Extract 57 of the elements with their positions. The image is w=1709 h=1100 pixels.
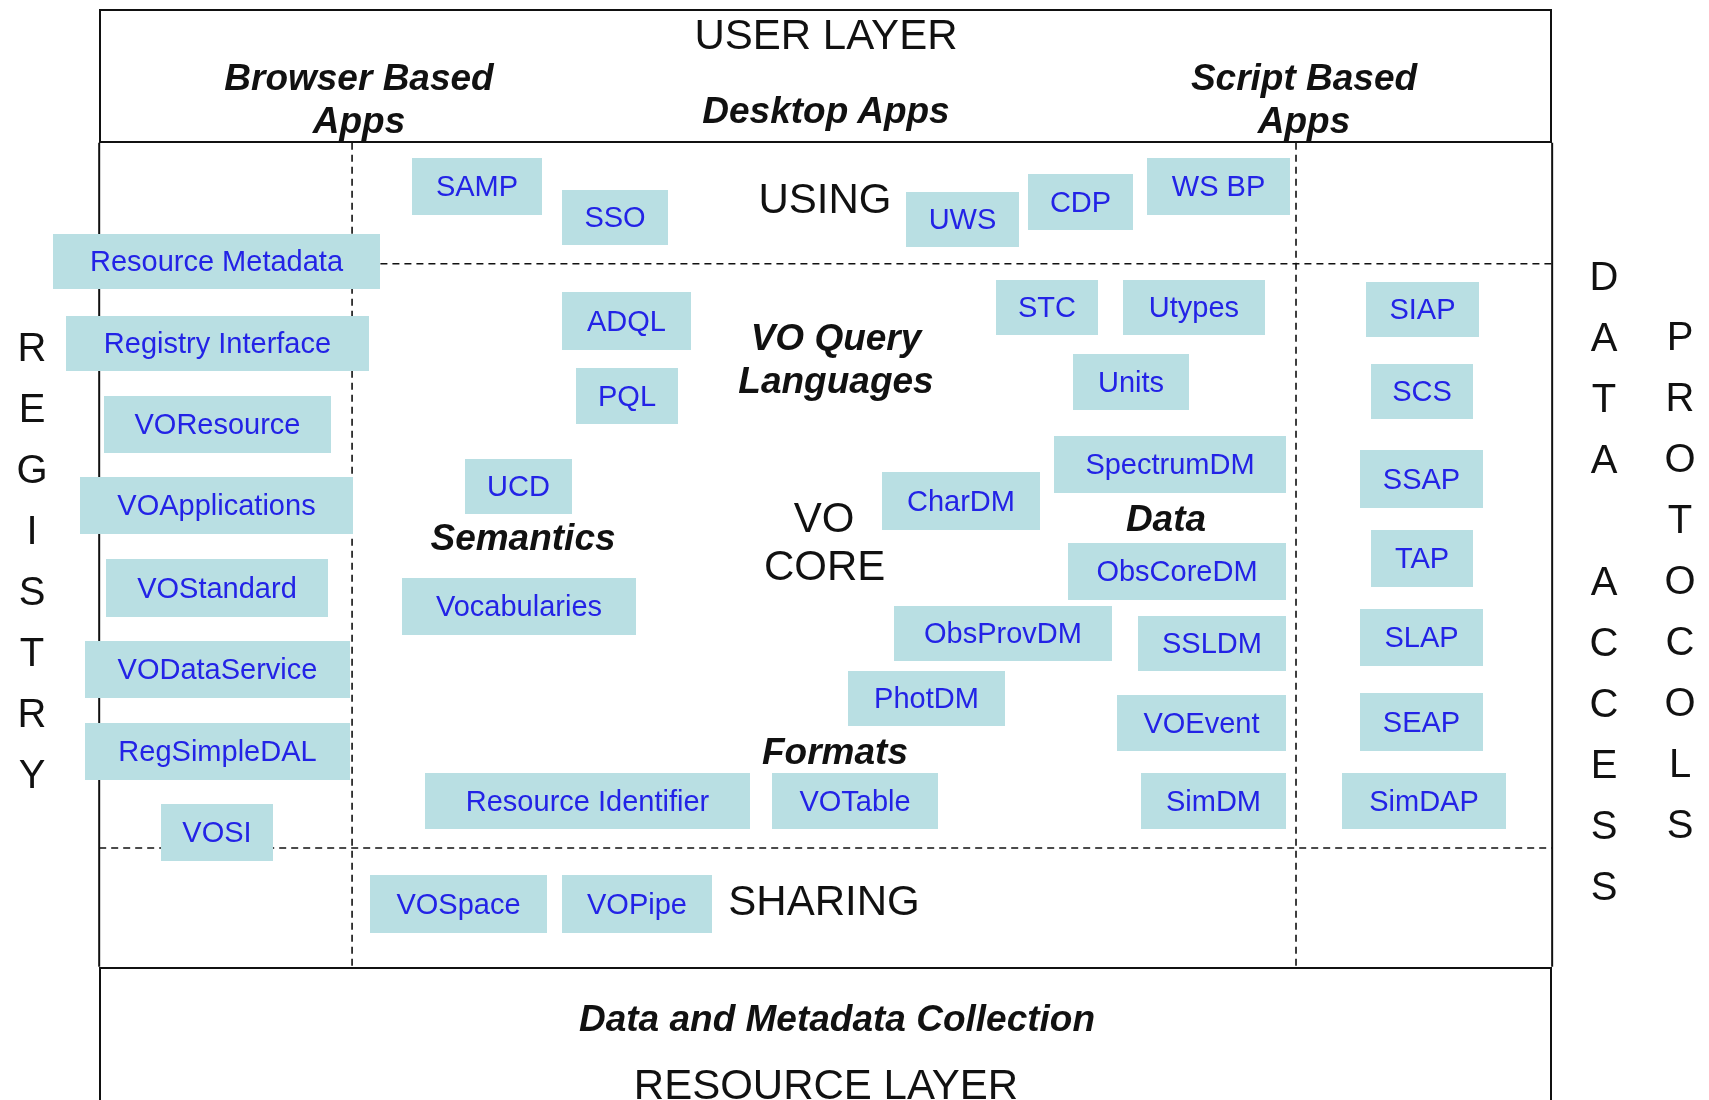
vertical-label: DATA ACCESS xyxy=(1581,254,1626,925)
standard-box: Vocabularies xyxy=(402,578,636,635)
standard-box: SSAP xyxy=(1360,450,1483,508)
standard-box: SSO xyxy=(562,190,668,245)
standard-box: SSLDM xyxy=(1138,616,1286,671)
standard-box: Utypes xyxy=(1123,280,1265,335)
area-label: SHARING xyxy=(728,876,920,926)
standard-box: TAP xyxy=(1371,530,1473,587)
standard-box: SIAP xyxy=(1366,282,1479,337)
standard-box: SLAP xyxy=(1360,609,1483,666)
standard-box: Units xyxy=(1073,354,1189,410)
collection-label: Data and Metadata Collection xyxy=(579,997,1095,1041)
layer-band xyxy=(99,967,1552,1100)
standard-box: VOApplications xyxy=(80,477,353,534)
standard-box: PQL xyxy=(576,368,678,424)
standard-box: SEAP xyxy=(1360,693,1483,751)
vertical-label: PROTOCOLS xyxy=(1657,314,1702,863)
area-label: VO Query Languages xyxy=(737,317,935,403)
standard-box: SimDM xyxy=(1141,773,1286,829)
standard-box: SimDAP xyxy=(1342,773,1506,829)
standard-box: ADQL xyxy=(562,292,691,350)
standard-box: ObsProvDM xyxy=(894,606,1112,661)
standard-box: VOSI xyxy=(161,804,273,861)
standard-box: VOStandard xyxy=(106,559,328,617)
standard-box: VOPipe xyxy=(562,875,712,933)
app-category-label: Browser Based Apps xyxy=(223,57,495,143)
standard-box: RegSimpleDAL xyxy=(85,723,350,780)
standard-box: WS BP xyxy=(1147,158,1290,215)
standard-box: VOEvent xyxy=(1117,695,1286,751)
standard-box: VOSpace xyxy=(370,875,547,933)
layer-title: RESOURCE LAYER xyxy=(633,1060,1019,1100)
standard-box: VOTable xyxy=(772,773,938,829)
area-label: Semantics xyxy=(430,516,616,560)
app-category-label: Script Based Apps xyxy=(1189,57,1419,143)
standard-box: UCD xyxy=(465,459,572,514)
standard-box: PhotDM xyxy=(848,671,1005,726)
standard-box: SCS xyxy=(1371,364,1473,419)
area-label: Data xyxy=(1125,497,1207,541)
standard-box: STC xyxy=(996,280,1098,335)
standard-box: Resource Identifier xyxy=(425,773,750,829)
standard-box: SpectrumDM xyxy=(1054,436,1286,493)
layer-band xyxy=(99,9,1552,143)
area-label: VO CORE xyxy=(764,493,884,591)
standard-box: Registry Interface xyxy=(66,316,369,371)
standard-box: CharDM xyxy=(882,472,1040,530)
standard-box: Resource Metadata xyxy=(53,234,380,289)
standard-box: VODataService xyxy=(85,641,350,698)
standard-box: CDP xyxy=(1028,174,1133,230)
app-category-label: Desktop Apps xyxy=(702,89,950,133)
standard-box: SAMP xyxy=(412,158,542,215)
standard-box: ObsCoreDM xyxy=(1068,543,1286,600)
vertical-label: REGISTRY xyxy=(9,325,54,813)
area-label: USING xyxy=(758,174,892,224)
area-label: Formats xyxy=(762,730,908,774)
standard-box: UWS xyxy=(906,192,1019,247)
layer-title: USER LAYER xyxy=(694,10,958,60)
standard-box: VOResource xyxy=(104,396,331,453)
